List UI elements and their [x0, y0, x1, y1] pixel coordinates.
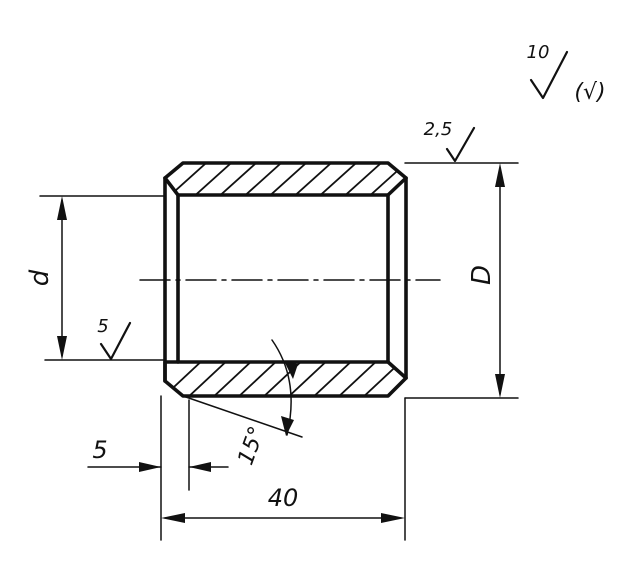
chamfer-length-dimension: 5	[87, 436, 229, 472]
chamfer-length-label: 5	[92, 436, 107, 464]
chamfer-angle-dimension: 15°	[233, 339, 298, 468]
bore-diameter-dimension: d	[25, 196, 67, 360]
overall-length-dimension: 40	[161, 484, 405, 523]
outer-diameter-label: D	[467, 265, 497, 285]
extension-lines	[39, 162, 519, 541]
roughness-general: 10 (√)	[527, 42, 606, 105]
roughness-mark-bore: 5	[97, 316, 132, 361]
bushing-section	[139, 161, 441, 398]
chamfer-angle-label: 15°	[233, 423, 270, 468]
outer-diameter-dimension: D	[467, 163, 505, 398]
roughness-outer-value: 2,5	[424, 119, 453, 140]
bore-diameter-label: d	[25, 269, 55, 286]
roughness-general-parenthetical: (√)	[574, 80, 605, 105]
overall-length-label: 40	[268, 484, 299, 512]
roughness-mark-outer: 2,5	[424, 119, 476, 163]
roughness-bore-value: 5	[97, 316, 108, 337]
roughness-general-value: 10	[527, 42, 550, 63]
